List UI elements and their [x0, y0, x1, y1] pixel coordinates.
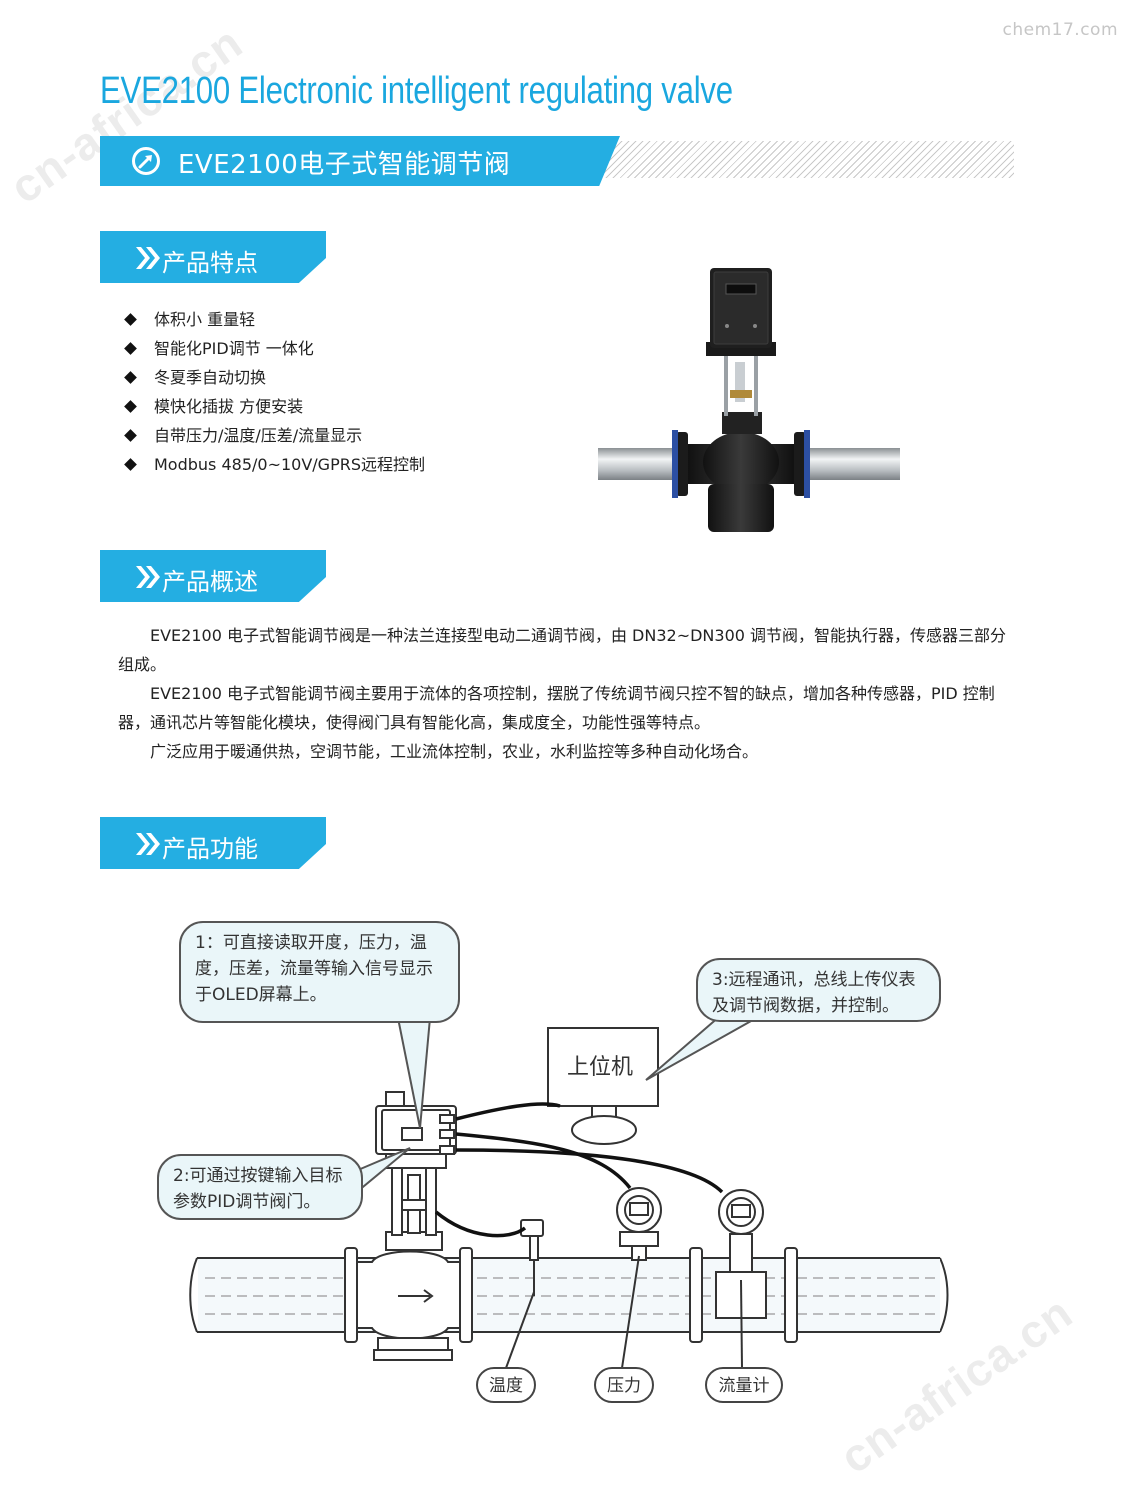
- list-item: 冬夏季自动切换: [124, 363, 425, 392]
- english-title: EVE2100 Electronic intelligent regulatin…: [100, 70, 733, 112]
- host-computer-label: 上位机: [567, 1055, 634, 1080]
- chinese-title: EVE2100电子式智能调节阀: [178, 150, 511, 180]
- callout-button-pid: 2:可通过按键输入目标参数PID调节阀门。: [157, 1154, 363, 1220]
- gauge-icon: [132, 147, 160, 175]
- temperature-sensor-label: 温度: [476, 1367, 536, 1403]
- valve-product-photo: [598, 268, 900, 532]
- section-functions-title: 产品功能: [162, 835, 258, 863]
- section-features-title: 产品特点: [162, 249, 258, 277]
- list-item: 体积小 重量轻: [124, 305, 425, 334]
- section-features-header: [100, 231, 326, 283]
- overview-paragraph-1: EVE2100 电子式智能调节阀是一种法兰连接型电动二通调节阀，由 DN32~D…: [118, 626, 1007, 732]
- section-overview-header: [100, 550, 326, 602]
- flow-meter-label: 流量计: [705, 1367, 783, 1403]
- list-item: 智能化PID调节 一体化: [124, 334, 425, 363]
- title-band: [100, 136, 620, 186]
- list-item: 自带压力/温度/压差/流量显示: [124, 421, 425, 450]
- overview-paragraph-3: 广泛应用于暖通供热，空调节能，工业流体控制，农业，水利监控等多种自动化场合。: [150, 742, 759, 761]
- section-functions-header: [100, 817, 326, 869]
- double-chevron-icon: [136, 247, 160, 269]
- callout-display-readout: 1：可直接读取开度，压力，温度，压差，流量等输入信号显示于OLED屏幕上。: [179, 921, 460, 1023]
- list-item: 模快化插拔 方便安装: [124, 392, 425, 421]
- pipeline: [189, 1257, 949, 1333]
- title-hatch-decoration: [600, 141, 1014, 178]
- double-chevron-icon: [136, 566, 160, 588]
- pressure-sensor-label: 压力: [594, 1367, 654, 1403]
- feature-list: 体积小 重量轻 智能化PID调节 一体化 冬夏季自动切换 模快化插拔 方便安装 …: [124, 305, 425, 479]
- callout-remote-communication: 3:远程通讯，总线上传仪表及调节阀数据，并控制。: [696, 958, 941, 1022]
- list-item: Modbus 485/0~10V/GPRS远程控制: [124, 450, 425, 479]
- section-overview-title: 产品概述: [162, 568, 258, 596]
- watermark-site: chem17.com: [1002, 20, 1118, 40]
- double-chevron-icon: [136, 833, 160, 855]
